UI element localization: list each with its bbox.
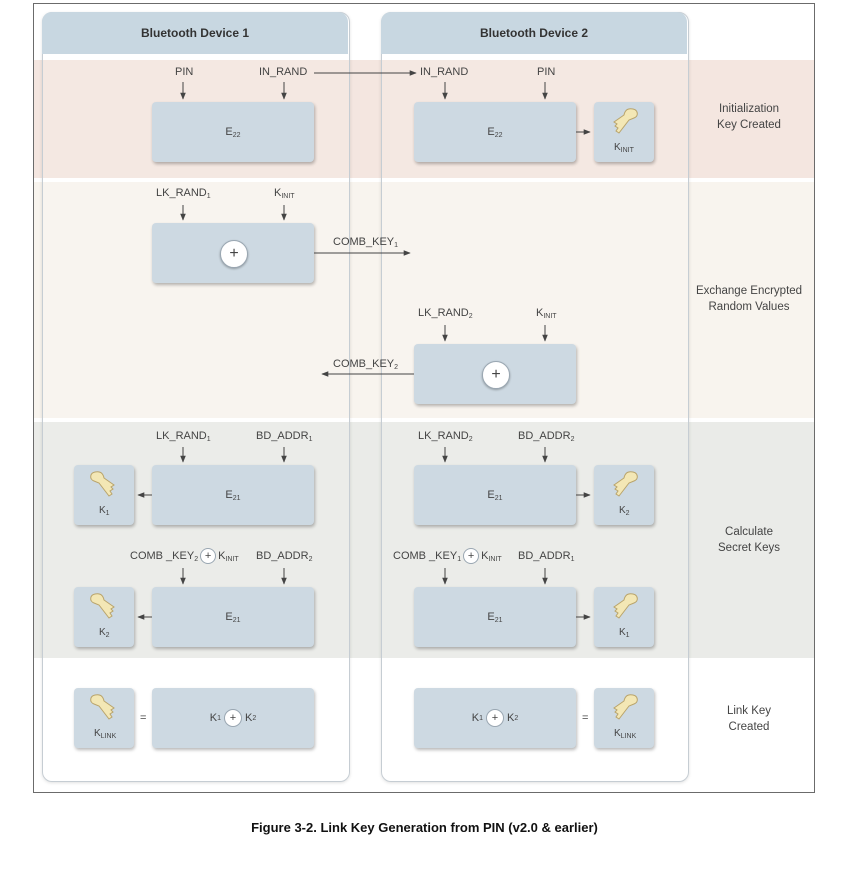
- klink-key-box-d2: KLINK: [594, 688, 654, 748]
- k2-key-box-d2: K2: [594, 465, 654, 525]
- e21-label: E21: [225, 488, 241, 502]
- stage-exchange-line2: Random Values: [708, 301, 790, 313]
- key-icon: [613, 593, 638, 619]
- label-in-rand-d1: IN_RAND: [259, 66, 308, 78]
- stage-calculate-line2: Secret Keys: [718, 542, 780, 554]
- xor-icon: +: [463, 548, 480, 564]
- k1-key-box-d2: K1: [594, 587, 654, 647]
- label-bd-addr2-d2: BD_ADDR2: [518, 430, 575, 443]
- k2-key-box-d1: K2: [74, 587, 134, 647]
- label-bd-addr2-d1: BD_ADDR2: [256, 550, 313, 563]
- key-icon: [90, 593, 115, 619]
- stage-link-line2: Created: [728, 721, 770, 733]
- label-lk-rand2-d2: LK_RAND2: [418, 307, 473, 320]
- key-icon: [613, 471, 638, 497]
- xor-icon: +: [224, 709, 242, 727]
- k1-key-box-d1: K1: [74, 465, 134, 525]
- e21-box-k2-d1: E21: [152, 587, 314, 647]
- key-icon: [613, 108, 638, 134]
- label-lk-rand1-d1: LK_RAND1: [156, 187, 211, 200]
- key-label: KLINK: [94, 728, 117, 740]
- stage-calculate-line1: Calculate: [725, 526, 773, 538]
- stage-label-init: Initialization Key Created: [689, 101, 809, 133]
- e21-label: E21: [225, 610, 241, 624]
- e21-box-k2-d2: E21: [414, 465, 576, 525]
- device1-header: Bluetooth Device 1: [42, 12, 348, 54]
- key-icon: [613, 694, 638, 720]
- e22-label: E22: [225, 125, 241, 139]
- label-comb-key1-xor-kinit-d2: COMB _KEY1+KINIT: [393, 548, 502, 564]
- label-kinit-d1: KINIT: [274, 187, 295, 200]
- xor-icon: +: [200, 548, 217, 564]
- label-bd-addr1-d2: BD_ADDR1: [518, 550, 575, 563]
- stage-init-line1: Initialization: [718, 103, 780, 115]
- e22-box-d2: E22: [414, 102, 576, 162]
- e21-box-k1-d2: E21: [414, 587, 576, 647]
- stage-init-line2: Key Created: [717, 119, 781, 131]
- stage-label-exchange: Exchange Encrypted Random Values: [689, 283, 809, 315]
- label-pin-d2: PIN: [537, 66, 556, 78]
- xor-icon: +: [482, 361, 510, 389]
- label-bd-addr1-d1: BD_ADDR1: [256, 430, 313, 443]
- e21-box-k1-d1: E21: [152, 465, 314, 525]
- device2-header: Bluetooth Device 2: [381, 12, 687, 54]
- key-label: KLINK: [614, 728, 637, 740]
- e21-label: E21: [487, 488, 503, 502]
- key-label: KINIT: [614, 142, 634, 154]
- figure-caption: Figure 3-2. Link Key Generation from PIN…: [251, 820, 598, 835]
- combine-box-d1: +: [152, 223, 314, 283]
- equals-sign-d2: =: [582, 712, 589, 724]
- xor-icon: +: [486, 709, 504, 727]
- label-pin-d1: PIN: [175, 66, 194, 78]
- key-label: K2: [619, 505, 630, 517]
- label-comb-key2-xor-kinit-d1: COMB _KEY2+KINIT: [130, 548, 239, 564]
- stage-link-line1: Link Key: [726, 705, 772, 717]
- key-label: K1: [99, 505, 110, 517]
- klink-key-box-d1: KLINK: [74, 688, 134, 748]
- key-label: K2: [99, 627, 110, 639]
- combine-box-d2: +: [414, 344, 576, 404]
- key-icon: [90, 694, 115, 720]
- e21-label: E21: [487, 610, 503, 624]
- label-kinit-d2: KINIT: [536, 307, 557, 320]
- stage-exchange-line1: Exchange Encrypted: [695, 285, 803, 297]
- key-label: K1: [619, 627, 630, 639]
- equals-sign-d1: =: [140, 712, 147, 724]
- label-lk-rand1-calc-d1: LK_RAND1: [156, 430, 211, 443]
- kinit-key-box: KINIT: [594, 102, 654, 162]
- label-comb-key1: COMB_KEY1: [333, 236, 399, 249]
- stage-label-link: Link Key Created: [689, 703, 809, 735]
- diagram-frame: Bluetooth Device 1 Bluetooth Device 2 In…: [33, 3, 815, 793]
- label-in-rand-d2: IN_RAND: [420, 66, 469, 78]
- label-lk-rand2-calc-d2: LK_RAND2: [418, 430, 473, 443]
- stage-label-calculate: Calculate Secret Keys: [689, 524, 809, 556]
- e22-box-d1: E22: [152, 102, 314, 162]
- e22-label: E22: [487, 125, 503, 139]
- label-comb-key2: COMB_KEY2: [333, 358, 399, 371]
- xor-icon: +: [220, 240, 248, 268]
- key-icon: [90, 471, 115, 497]
